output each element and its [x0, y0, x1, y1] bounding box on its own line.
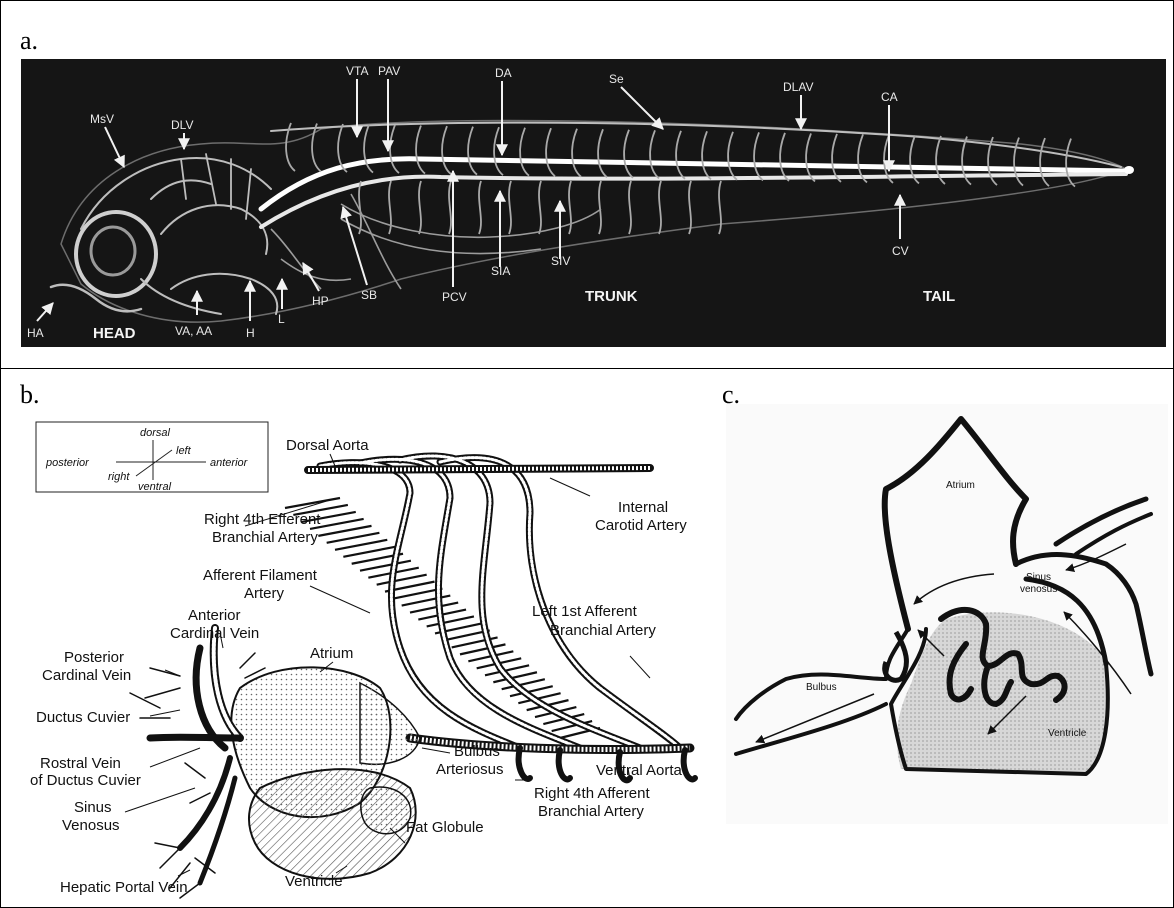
label-hepatic-portal-vein: Hepatic Portal Vein — [60, 879, 188, 896]
svg-text:SB: SB — [361, 288, 377, 302]
panel-b-heart-arteries: dorsal left posterior anterior right ven… — [30, 418, 710, 904]
orient-dorsal: dorsal — [140, 427, 171, 439]
svg-text:MsV: MsV — [90, 112, 114, 126]
svg-text:L: L — [278, 312, 285, 326]
label-internal: Internal — [618, 499, 668, 516]
label-sinus: Sinus — [74, 799, 112, 816]
svg-text:DA: DA — [495, 66, 512, 80]
label-arteriosus: Arteriosus — [436, 761, 504, 778]
orientation-key: dorsal left posterior anterior right ven… — [36, 422, 268, 493]
filament-stroke — [427, 616, 474, 626]
svg-text:HP: HP — [312, 294, 329, 308]
orient-left: left — [176, 445, 192, 457]
label-ventral-aorta: Ventral Aorta — [596, 762, 683, 779]
label-dorsal-aorta: Dorsal Aorta — [286, 437, 369, 454]
label-ventricle: Ventricle — [285, 873, 343, 890]
svg-text:PCV: PCV — [442, 290, 467, 304]
svg-text:H: H — [246, 326, 255, 340]
filament-stroke — [460, 644, 505, 654]
panel-a-zebrafish-vasculature: VTA PAV DA Se DLAV CA DLV MsV CV SIV SIA… — [21, 59, 1166, 347]
svg-text:PAV: PAV — [378, 64, 400, 78]
label-c-bulbus: Bulbus — [806, 682, 837, 693]
svg-text:DLAV: DLAV — [783, 80, 813, 94]
label-efferent-branchial-artery: Branchial Artery — [212, 529, 318, 546]
label-afferent-branchial-artery: Branchial Artery — [538, 803, 644, 820]
svg-text:Se: Se — [609, 72, 624, 86]
svg-text:CV: CV — [892, 244, 909, 258]
label-c-sinus: Sinus — [1026, 572, 1051, 583]
filament-stroke — [343, 547, 395, 557]
filament-stroke — [402, 596, 451, 606]
label-right-4th-efferent: Right 4th Efferent — [204, 511, 321, 528]
label-left-1st-afferent: Left 1st Afferent — [532, 603, 638, 620]
svg-text:DLV: DLV — [171, 118, 193, 132]
label-posterior: Posterior — [64, 649, 124, 666]
filament-stroke — [285, 498, 340, 508]
orient-ventral: ventral — [138, 481, 172, 493]
svg-text:SIV: SIV — [551, 254, 570, 268]
label-ductus-cuvier: Ductus Cuvier — [36, 709, 130, 726]
label-cardinal-vein: Cardinal Vein — [170, 625, 259, 642]
region-tail: TAIL — [923, 288, 955, 305]
panel-c-heart-section: Atrium Sinus venosus Bulbus Ventricle — [726, 404, 1168, 824]
label-c-atrium: Atrium — [946, 480, 975, 491]
orient-right: right — [108, 471, 130, 483]
dorsal-aorta-tube — [308, 468, 650, 470]
label-of-ductus-cuvier: of Ductus Cuvier — [30, 772, 141, 789]
svg-text:SIA: SIA — [491, 264, 510, 278]
label-left-branchial-artery: Branchial Artery — [550, 622, 656, 639]
svg-text:VA, AA: VA, AA — [175, 324, 212, 338]
filament-stroke — [377, 575, 427, 585]
label-rostral-vein: Rostral Vein — [40, 755, 121, 772]
svg-text:VTA: VTA — [346, 64, 368, 78]
panel-label-b: b. — [20, 382, 40, 408]
label-venosus: Venosus — [62, 817, 120, 834]
label-right-4th-afferent: Right 4th Afferent — [534, 785, 650, 802]
label-bulbus: Bulbus — [454, 743, 500, 760]
orient-posterior: posterior — [45, 457, 90, 469]
divider-horizontal — [0, 368, 1174, 369]
filament-stroke — [360, 561, 411, 571]
region-head: HEAD — [93, 325, 136, 342]
label-afferent-filament-artery: Artery — [244, 585, 285, 602]
label-carotid-artery: Carotid Artery — [595, 517, 687, 534]
filament-stroke — [410, 603, 458, 613]
label-c-ventricle: Ventricle — [1048, 728, 1087, 739]
panel-label-a: a. — [20, 28, 38, 54]
filament-stroke — [318, 526, 371, 536]
label-posterior-cardinal-vein: Cardinal Vein — [42, 667, 131, 684]
label-afferent-filament: Afferent Filament — [203, 567, 318, 584]
filament-stroke — [335, 540, 387, 550]
label-anterior: Anterior — [188, 607, 241, 624]
label-fat-globule: Fat Globule — [406, 819, 484, 836]
label-c-venosus: venosus — [1020, 584, 1057, 595]
svg-text:CA: CA — [881, 90, 898, 104]
region-trunk: TRUNK — [585, 288, 638, 305]
filament-stroke — [327, 533, 380, 543]
orient-anterior: anterior — [210, 457, 249, 469]
svg-text:HA: HA — [27, 326, 44, 340]
label-atrium: Atrium — [310, 645, 353, 662]
